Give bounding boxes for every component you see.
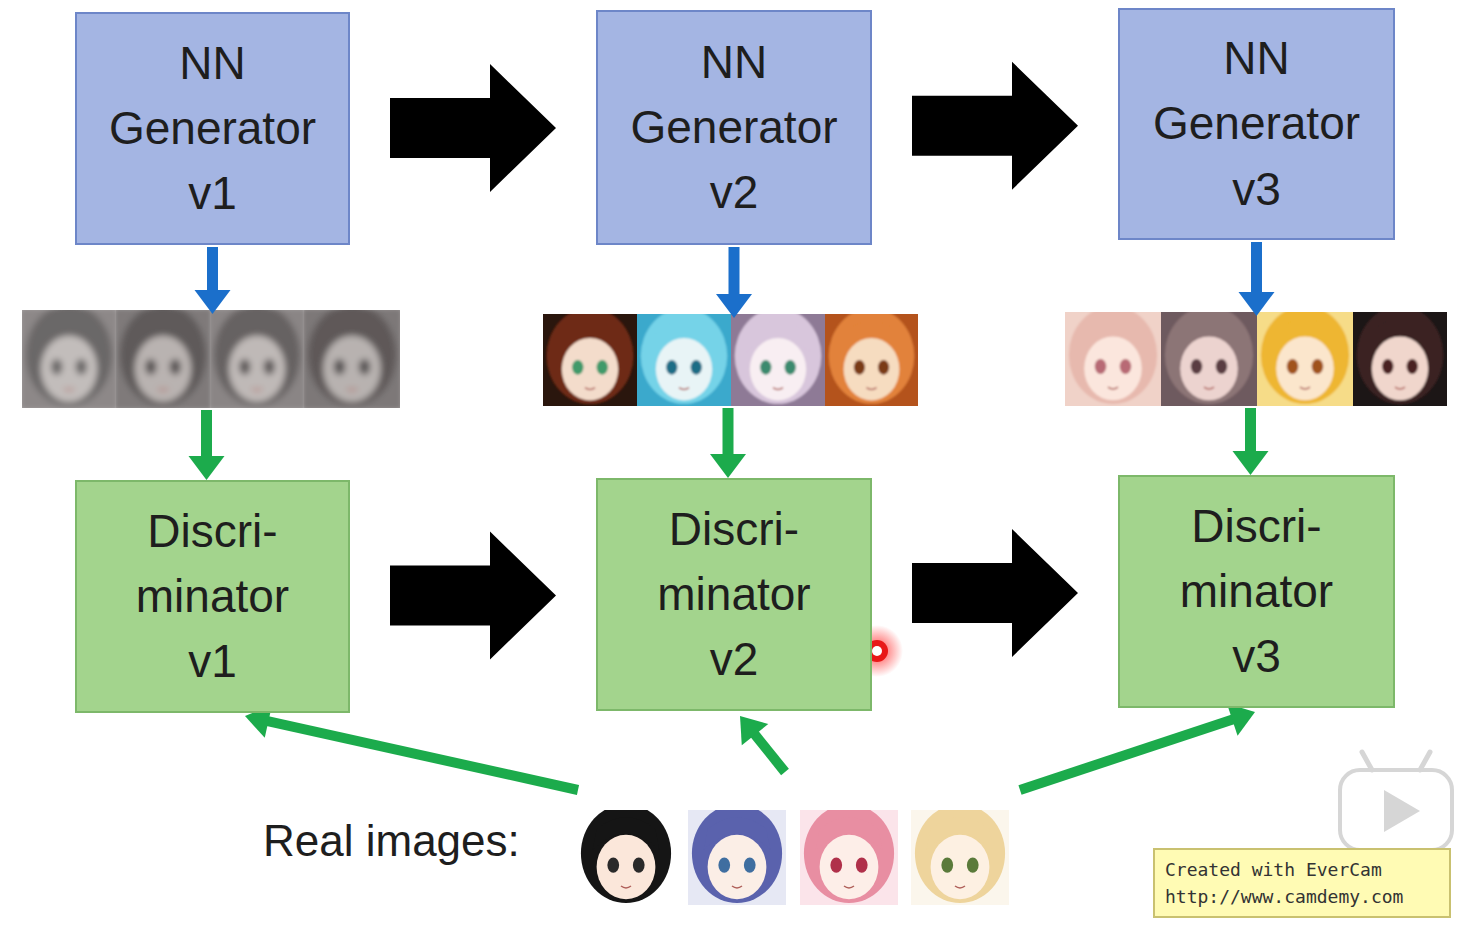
- image-tile: [112, 304, 214, 412]
- connector-arrow: [390, 532, 556, 660]
- discriminator-box: Discri- minator v1: [75, 480, 350, 713]
- image-tile: [727, 308, 829, 410]
- real-image-arrow: [740, 716, 785, 772]
- node-text: Discri- minator v1: [136, 499, 289, 695]
- image-tile: [633, 308, 735, 410]
- node-text: NN Generator v3: [1153, 26, 1360, 222]
- node-text: Discri- minator v2: [657, 497, 810, 693]
- node-text: Discri- minator v3: [1180, 494, 1333, 690]
- image-tile: [821, 308, 922, 410]
- image-tile: [206, 304, 308, 412]
- generator-box: NN Generator v1: [75, 12, 350, 245]
- image-tile: [1061, 306, 1165, 410]
- watermark-text: Created with EverCam: [1165, 856, 1439, 883]
- connector-arrow: [912, 529, 1078, 657]
- real-images-label: Real images:: [263, 816, 520, 866]
- image-tile: [1349, 306, 1451, 410]
- image-tile: [684, 804, 790, 909]
- connector-arrow: [390, 64, 556, 192]
- connector-arrow: [189, 247, 231, 480]
- generator-box: NN Generator v3: [1118, 8, 1395, 240]
- real-image-arrow: [245, 705, 578, 790]
- image-tile: [1253, 306, 1357, 410]
- watermark-text: http://www.camdemy.com: [1165, 883, 1439, 910]
- real-image-arrow: [1020, 703, 1255, 790]
- connector-arrow: [1233, 242, 1275, 475]
- image-tile: [300, 304, 404, 412]
- image-tile: [573, 804, 679, 909]
- watermark-box: Created with EverCamhttp://www.camdemy.c…: [1153, 848, 1451, 918]
- image-tile: [539, 308, 641, 410]
- play-icon: [1340, 752, 1452, 850]
- image-tile: [907, 804, 1013, 909]
- connector-arrow: [912, 62, 1078, 190]
- discriminator-box: Discri- minator v2: [596, 478, 872, 711]
- node-text: NN Generator v2: [630, 30, 837, 226]
- image-tile: [796, 804, 902, 909]
- discriminator-box: Discri- minator v3: [1118, 475, 1395, 708]
- connector-arrow: [710, 247, 752, 478]
- image-tile: [1157, 306, 1261, 410]
- image-tile: [18, 304, 120, 412]
- node-text: NN Generator v1: [109, 31, 316, 227]
- generator-box: NN Generator v2: [596, 10, 872, 245]
